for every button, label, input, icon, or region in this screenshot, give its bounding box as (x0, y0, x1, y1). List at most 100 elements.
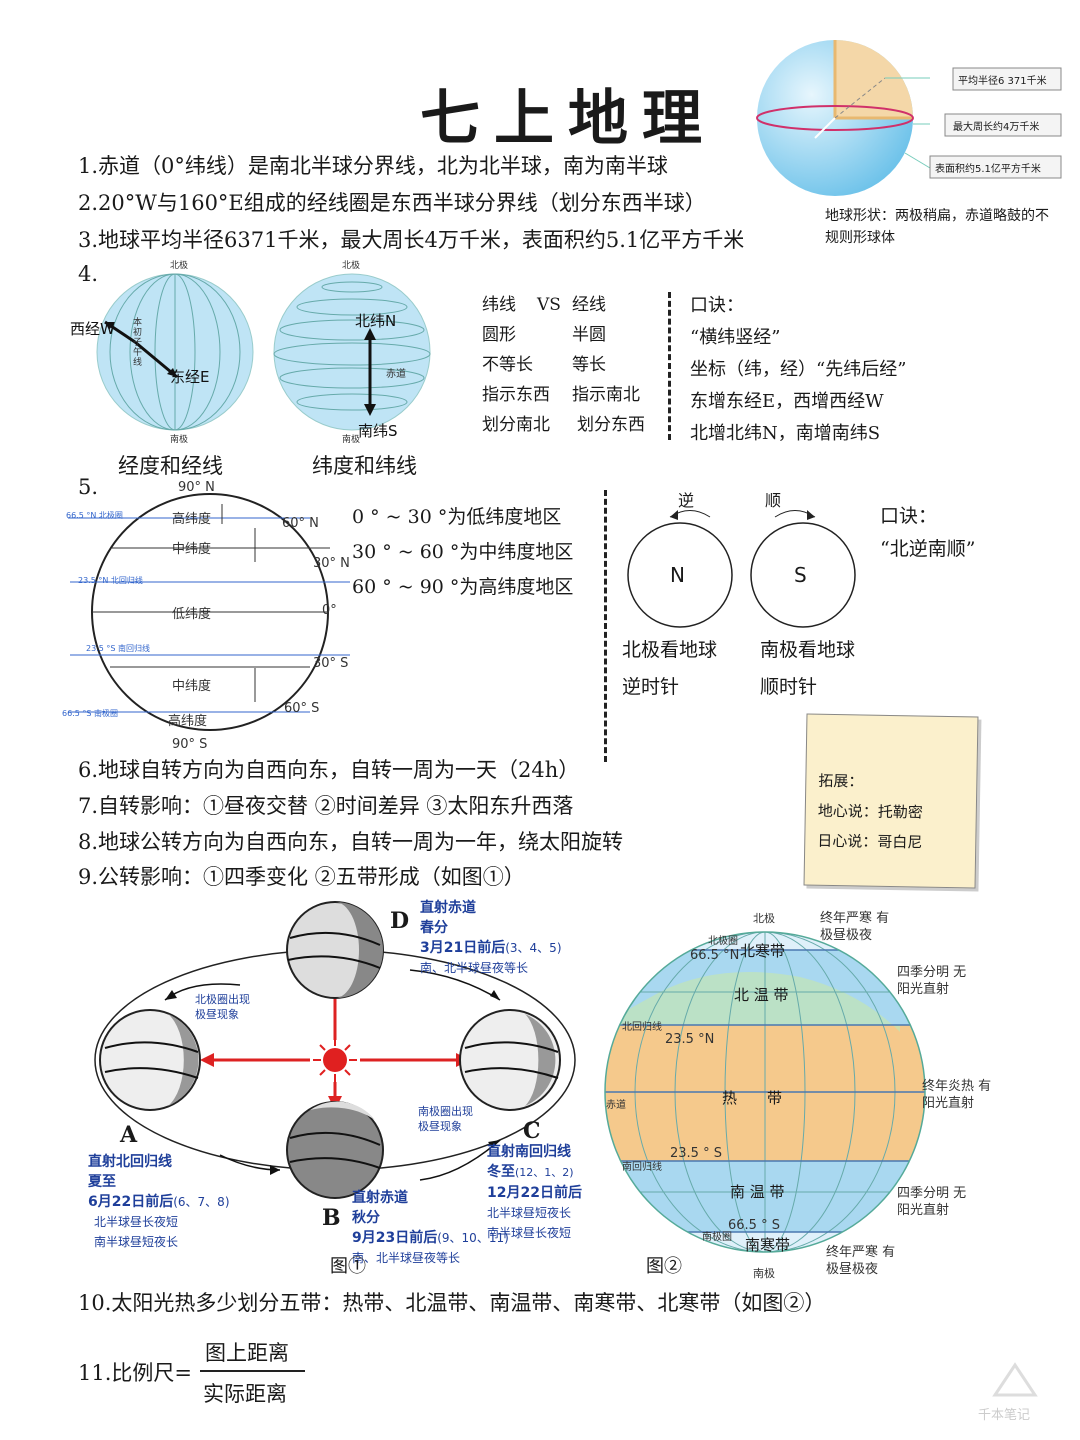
rotation-caption-south: 南极看地球 顺时针 (760, 639, 856, 698)
note-line-9: 9.公转影响：①四季变化 ②五带形成（如图①） (78, 865, 525, 889)
caption-longitude: 经度和经线 (118, 454, 223, 478)
zone-torrid: 热 带 (722, 1089, 783, 1107)
extension-geocentric: 地心说：托勒密 (817, 801, 923, 822)
rotation-caption-north: 北极看地球 逆时针 (622, 639, 718, 698)
zone-mid-north: 中纬度 (172, 542, 212, 557)
watermark-icon (992, 1362, 1038, 1397)
zone-desc-south-temperate: 四季分明 无阳光直射 (897, 1186, 967, 1218)
fig2-lat-23s: 23.5 ° S (670, 1146, 722, 1161)
watermark-logo (985, 1360, 1045, 1404)
zone-desc-south-frigid: 终年严寒 有极昼极夜 (826, 1245, 896, 1277)
autumn-equinox-text: 直射赤道 秋分 9月23日前后(9、10、11) 南、北半球昼夜等长 (352, 1190, 509, 1265)
zone-high-north: 高纬度 (172, 512, 212, 527)
note-line-11-prefix: 11.比例尺= (78, 1361, 192, 1385)
scale-numerator: 图上距离 (205, 1341, 289, 1365)
page-title: 七上地理 (420, 84, 716, 154)
orbit-diagram (80, 890, 600, 1220)
fig2-lat-66s: 66.5 ° S (728, 1218, 780, 1233)
callout-area: 表面积约5.1亿平方千米 (935, 164, 1041, 175)
lat-arctic-circle: 66.5 °N 北极圈 (66, 511, 123, 520)
watermark-text: 千本笔记 (978, 1408, 1031, 1423)
orbit-label-B: B (322, 1205, 341, 1231)
lat-90s: 90° S (172, 737, 208, 752)
spring-equinox-text: 直射赤道 春分 3月21日前后(3、4、5) 南、北半球昼夜等长 (420, 900, 562, 975)
extension-note: 拓展： 地心说：托勒密 日心说：哥白尼 (803, 713, 979, 889)
north-pole-circle-label: N (670, 563, 685, 587)
earth-shape-note: 地球形状：两极稍扁，赤道略鼓的不规则形球体 (825, 208, 1049, 246)
zone-mid-south: 中纬度 (172, 679, 212, 694)
globe2-south-pole: 南极 (342, 435, 361, 445)
fig2-lat-23n: 23.5 °N (665, 1032, 715, 1047)
compare-row: 圆形半圆 (482, 325, 606, 345)
section-4-number: 4. (78, 262, 99, 286)
zone-low: 低纬度 (172, 607, 212, 622)
label-shun: 顺 (765, 491, 782, 510)
five-zones-globe (600, 922, 930, 1262)
label-west-longitude: 西经W (70, 320, 115, 338)
caption-latitude: 纬度和纬线 (312, 454, 417, 478)
rotation-circles (620, 490, 870, 630)
latitude-globe (262, 262, 442, 442)
lat-tropic-capricorn: 23.5 °S 南回归线 (86, 644, 150, 653)
label-prime-meridian: 本初子午线 (133, 318, 143, 368)
note-line-3: 3.地球平均半径6371千米，最大周长4万千米，表面积约5.1亿平方千米 (78, 228, 745, 252)
extension-title: 拓展： (818, 771, 864, 791)
divider (604, 490, 607, 762)
zone-high-south: 高纬度 (168, 714, 208, 729)
lat-0: 0° (322, 603, 337, 618)
latitude-globe-icon (273, 273, 431, 431)
fig2-capricorn-line: 南回归线 (622, 1162, 662, 1173)
fig2-cancer-line: 北回归线 (622, 1022, 662, 1033)
five-zones-globe-icon (604, 931, 926, 1253)
globe1-south-pole: 南极 (170, 435, 189, 445)
label-ni: 逆 (678, 491, 695, 510)
globe1-north-pole: 北极 (170, 261, 189, 271)
fig2-arctic-line: 北极圈 (708, 936, 738, 947)
note-line-10: 10.太阳光热多少划分五带：热带、北温带、南温带、南寒带、北寒带（如图②） (78, 1291, 826, 1315)
globe2-north-pole: 北极 (342, 261, 361, 271)
scale-denominator: 实际距离 (203, 1382, 287, 1406)
zone-north-temperate: 北 温 带 (734, 986, 789, 1004)
extension-heliocentric: 日心说：哥白尼 (817, 831, 923, 852)
south-pole-circle-label: S (794, 563, 807, 587)
callout-circumference: 最大周长约4万千米 (953, 122, 1040, 133)
latitude-zone-notes: 0 ° ~ 30 °为低纬度地区 30 ° ~ 60 °为中纬度地区 60 ° … (352, 506, 574, 598)
compare-row: 不等长等长 (482, 355, 606, 375)
longitude-globe-icon (96, 273, 254, 431)
note-line-6: 6.地球自转方向为自西向东，自转一周为一天（24h） (78, 758, 580, 782)
lat-30s: 30° S (313, 656, 349, 671)
figure-1-caption: 图① (330, 1256, 366, 1277)
compare-row: 划分南北划分东西 (482, 415, 645, 435)
lat-60n: 60° N (282, 516, 319, 531)
fig2-south-pole: 南极 (753, 1267, 775, 1280)
label-east-longitude: 东经E (170, 368, 210, 386)
note-line-2: 2.20°W与160°E组成的经线圈是东西半球分界线（划分东西半球） (78, 191, 706, 215)
zone-north-frigid: 北寒带 (740, 942, 786, 960)
rotation-arrows-icon (627, 510, 856, 628)
winter-antarctic-note: 南极圈出现 极昼现象 (418, 1105, 473, 1133)
compare-row: 指示东西指示南北 (482, 385, 640, 405)
callout-radius: 平均半径6 371千米 (958, 76, 1047, 87)
fig2-antarctic-line: 南极圈 (702, 1232, 732, 1243)
zone-south-frigid: 南寒带 (745, 1236, 791, 1254)
summer-solstice-text: 直射北回归线 夏至 6月22日前后(6、7、8) 北半球昼长夜短 南半球昼短夜长 (88, 1154, 230, 1249)
earth-cutaway-diagram: 平均半径6 371千米 最大周长约4万千米 表面积约5.1亿平方千米 (755, 38, 1075, 198)
note-line-1: 1.赤道（0°纬线）是南北半球分界线，北为北半球，南为南半球 (78, 154, 668, 178)
zone-desc-torrid: 终年炎热 有阳光直射 (922, 1079, 992, 1111)
figure-2-caption: 图② (646, 1256, 682, 1277)
lat-60s: 60° S (284, 701, 320, 716)
longitude-globe (85, 262, 265, 442)
note-line-7: 7.自转影响：①昼夜交替 ②时间差异 ③太阳东升西落 (78, 794, 574, 818)
orbit-label-D: D (390, 908, 410, 934)
label-south-latitude: 南纬S (358, 422, 398, 440)
fig2-equator-line: 赤道 (606, 1100, 626, 1111)
divider (668, 292, 671, 440)
fig2-north-pole: 北极 (753, 912, 775, 925)
lat-antarctic-circle: 66.5 °S 南极圈 (62, 709, 118, 718)
mnemonic-block-5: 口诀： “北逆南顺” (880, 505, 976, 560)
mnemonic-block-4: 口诀： “横纬竖经” 坐标（纬，经）“先纬后经” 东增东经E，西增西经W 北增北… (690, 295, 907, 444)
latitude-zones-diagram (60, 490, 360, 750)
lat-30n: 30° N (313, 556, 350, 571)
